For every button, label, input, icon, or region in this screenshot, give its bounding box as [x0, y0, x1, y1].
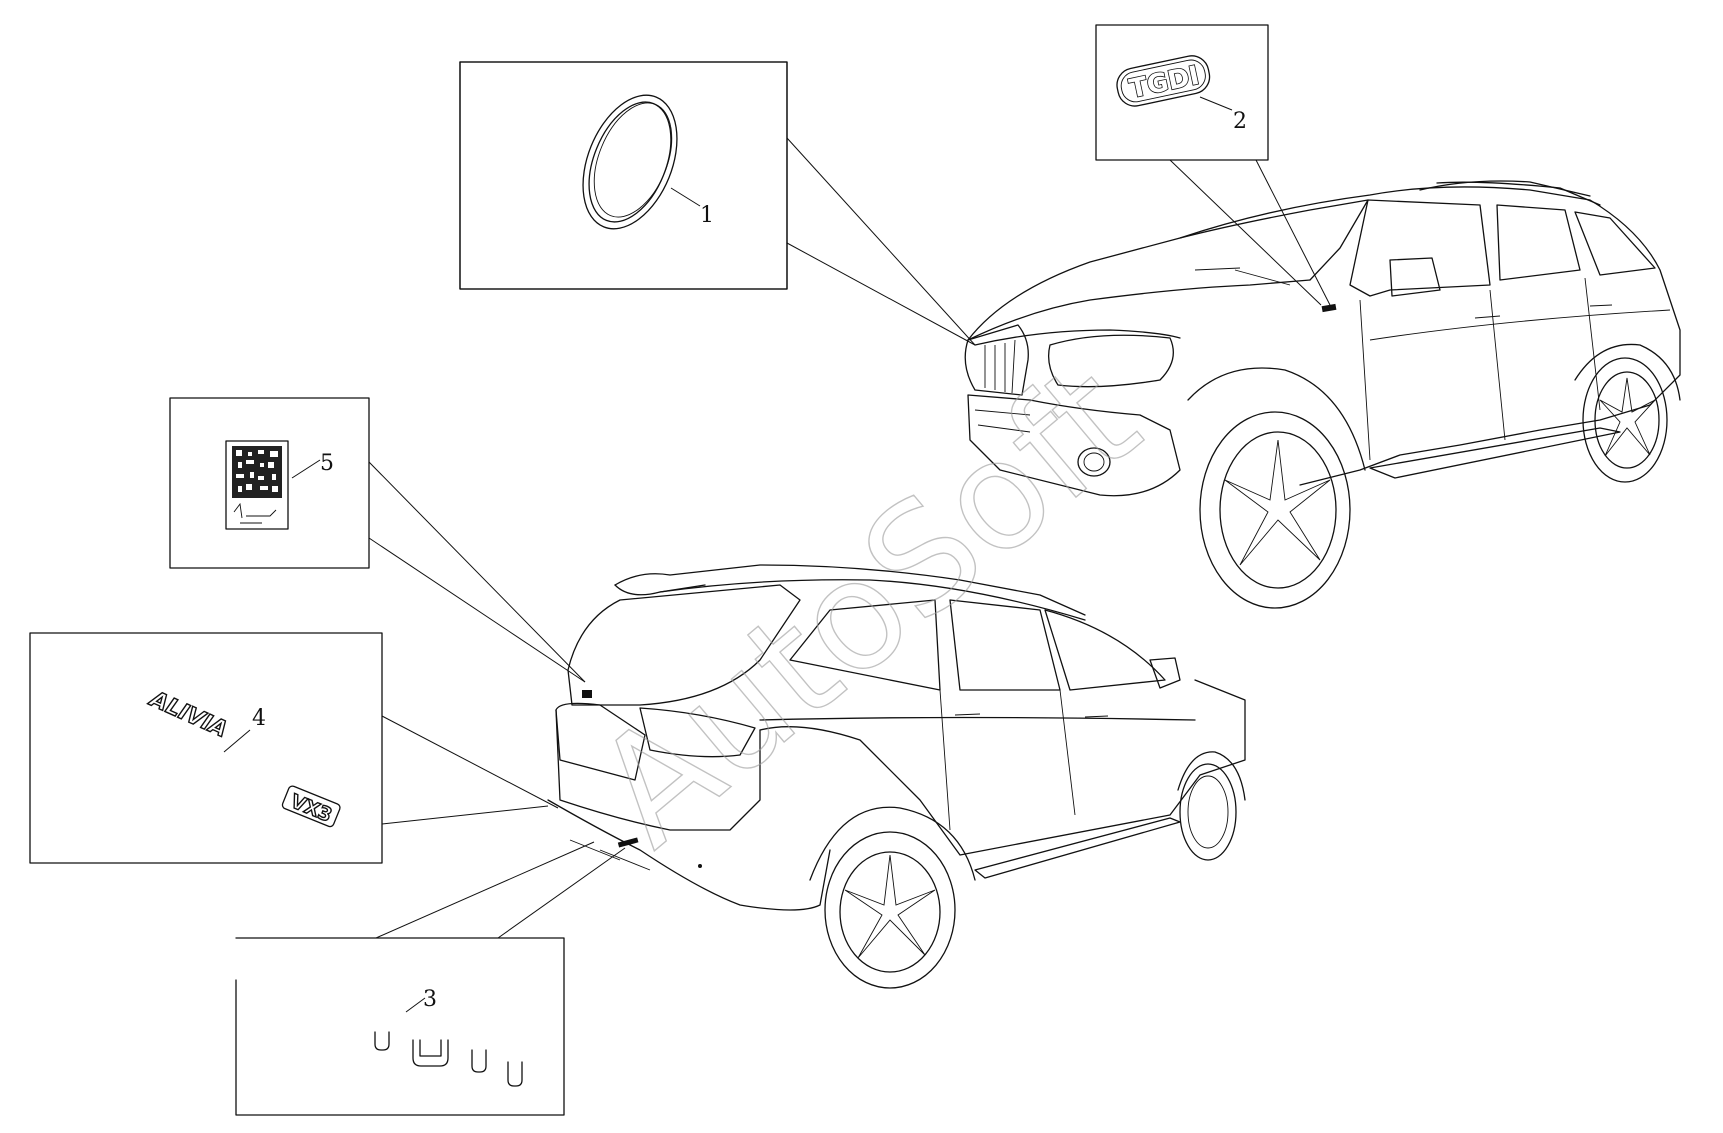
alivia-emblem-text: ALIVIA	[145, 686, 231, 743]
detail-box-2: TGDI 2	[1095, 24, 1269, 161]
detail-box-3: 3	[235, 937, 565, 1116]
detail-box-1: 1	[459, 61, 788, 290]
grille-ring-part	[582, 94, 678, 230]
qr-label-part	[225, 440, 289, 530]
tgdi-badge-part: TGDI	[1116, 55, 1211, 107]
watermark: AutoSoft	[564, 331, 1171, 880]
callout-5: 5	[320, 451, 334, 476]
callout-3: 3	[423, 987, 437, 1012]
callout-4: 4	[252, 706, 266, 731]
callout-1: 1	[700, 203, 714, 228]
tailgate-letters-part	[374, 1031, 523, 1087]
detail-box-4: ALIVIA VX3 4	[29, 632, 383, 864]
alivia-emblem-part: ALIVIA	[144, 685, 232, 743]
detail-box-5: 5	[169, 397, 370, 569]
watermark-text: AutoSoft	[565, 332, 1170, 879]
vx3-emblem-text: VX3	[287, 790, 335, 826]
vx3-emblem-part: VX3	[281, 785, 341, 827]
callout-2: 2	[1233, 109, 1247, 134]
front-suv-illustration	[964, 180, 1681, 609]
rear-suv-illustration	[547, 564, 1246, 989]
